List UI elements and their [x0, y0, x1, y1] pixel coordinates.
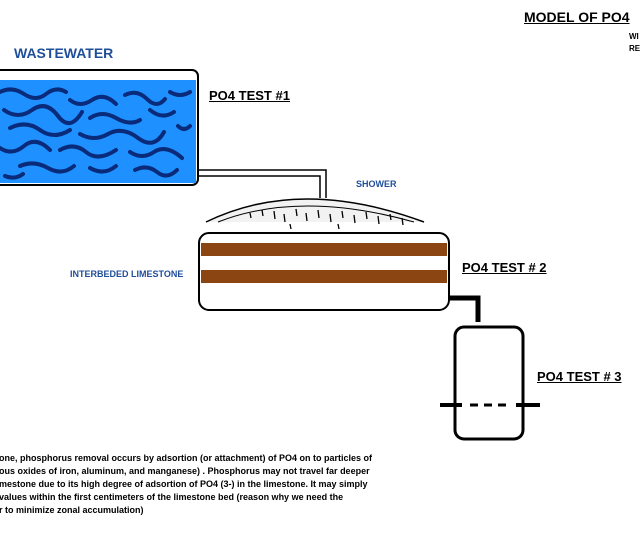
pipe-to-shower-inner: [197, 175, 321, 198]
shower-label: SHOWER: [356, 179, 397, 189]
limestone-band-upper: [201, 243, 447, 256]
shower-spray: [249, 208, 404, 230]
limestone-label: INTERBEDED LIMESTONE: [70, 269, 184, 279]
description-text: one, phosphorus removal occurs by adsort…: [0, 452, 459, 517]
wastewater-wave-marks: [0, 87, 192, 180]
pipe-to-shower: [197, 169, 327, 198]
description-line-3: mestone due to its high degree of adsort…: [0, 479, 368, 489]
po4-test-2-label: PO4 TEST # 2: [462, 260, 547, 275]
shower-dome: [205, 198, 425, 223]
description-line-1: one, phosphorus removal occurs by adsort…: [0, 453, 373, 463]
description-line-4: values within the first centimeters of t…: [0, 492, 344, 502]
pipe-to-collector: [449, 295, 481, 322]
wastewater-label: WASTEWATER: [14, 45, 114, 61]
description-line-5: r to minimize zonal accumulation): [0, 505, 144, 515]
collection-tank: [453, 325, 525, 441]
description-line-2: ous oxides of iron, aluminum, and mangan…: [0, 466, 370, 476]
title-subtext-1: WI: [629, 32, 639, 41]
po4-test-1-label: PO4 TEST #1: [209, 88, 290, 103]
po4-test-3-label: PO4 TEST # 3: [537, 369, 622, 384]
limestone-band-lower: [201, 270, 447, 283]
title-subtext-2: RE: [629, 44, 640, 53]
diagram-title: MODEL OF PO4: [524, 9, 630, 25]
shower-dome-inner: [217, 205, 415, 223]
